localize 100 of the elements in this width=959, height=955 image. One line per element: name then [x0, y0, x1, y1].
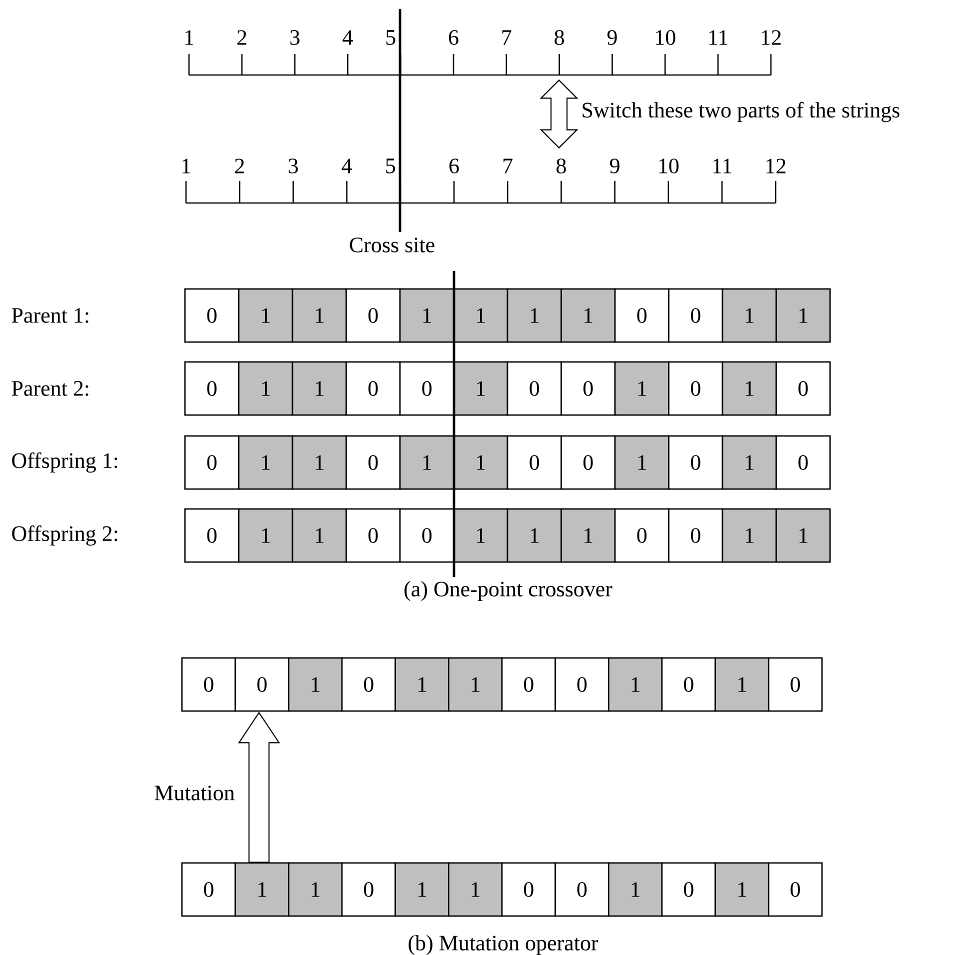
bit-cell: 1 — [453, 508, 508, 563]
tick-label: 6 — [449, 158, 459, 174]
tick-label: 10 — [659, 158, 679, 174]
bit-cell: 0 — [668, 508, 724, 563]
row-label: Offspring 2: — [12, 525, 118, 546]
edge-label: Mutation — [154, 786, 234, 800]
row-label: Offspring 1: — [12, 452, 118, 473]
tick-label: 1 — [182, 158, 190, 174]
bit-cell: 1 — [399, 435, 454, 490]
bit-cell: 1 — [453, 361, 508, 416]
tick-label: 1 — [185, 30, 194, 45]
bit-cell: 1 — [722, 361, 777, 416]
bit-cell: 0 — [668, 435, 724, 490]
tick-label: 12 — [766, 158, 786, 174]
tick-label: 10 — [656, 30, 676, 45]
bit-cell: 0 — [184, 361, 240, 416]
tick-label: 7 — [502, 30, 512, 45]
bit-cell: 1 — [722, 508, 777, 563]
bit-cell: 1 — [394, 657, 450, 712]
bit-cell: 1 — [448, 657, 503, 712]
bit-cell: 1 — [292, 288, 347, 343]
tick-label: 8 — [554, 30, 564, 45]
bit-cell: 1 — [608, 862, 663, 917]
bit-cell: 0 — [668, 288, 724, 343]
bit-cell: 0 — [399, 508, 454, 563]
bit-cell: 1 — [292, 508, 347, 563]
bit-cell: 1 — [453, 435, 508, 490]
tick-label: 11 — [713, 158, 732, 174]
bit-cell: 1 — [292, 435, 347, 490]
tick-label: 12 — [762, 30, 781, 45]
bit-cell: 1 — [714, 862, 770, 917]
tick-label: 5 — [386, 158, 396, 174]
bit-cell: 1 — [394, 862, 450, 917]
bit-cell: 1 — [453, 288, 508, 343]
row-label: Parent 1: — [12, 308, 88, 323]
tick-label: 9 — [610, 158, 620, 174]
caption: (b) Mutation operator — [408, 935, 598, 955]
tick-label: 7 — [504, 158, 512, 174]
bit-cell: 1 — [448, 862, 503, 917]
bit-cell: 1 — [399, 288, 454, 343]
tick-label: 11 — [709, 30, 728, 45]
bit-cell: 0 — [776, 435, 831, 490]
bit-cell: 0 — [346, 288, 401, 343]
bit-cell: 1 — [506, 508, 562, 563]
bit-cell: 0 — [346, 435, 401, 490]
bit-cell: 1 — [776, 288, 831, 343]
tick-label: 5 — [386, 30, 396, 45]
bit-cell: 1 — [560, 288, 616, 343]
row-label: Parent 2: — [12, 381, 88, 396]
bit-cell: 1 — [506, 288, 562, 343]
cross-site-label: Cross site — [350, 238, 434, 252]
bit-cell: 0 — [346, 508, 401, 563]
bit-cell: 0 — [554, 657, 610, 712]
bit-cell: 1 — [288, 657, 343, 712]
bit-cell: 0 — [184, 435, 240, 490]
tick-label: 4 — [342, 30, 353, 45]
bit-cell: 0 — [181, 862, 236, 917]
tick-label: 4 — [342, 158, 352, 174]
bit-cell: 1 — [714, 657, 770, 712]
block-arrow — [238, 712, 280, 863]
bit-cell: 0 — [341, 862, 396, 917]
tick-label: 8 — [556, 158, 566, 174]
caption: (a) One-point crossover — [404, 581, 612, 601]
bit-cell: 1 — [238, 361, 294, 416]
bit-cell: 1 — [560, 508, 616, 563]
bit-cell: 0 — [554, 862, 610, 917]
bit-cell: 0 — [614, 508, 670, 563]
bit-cell: 0 — [506, 361, 562, 416]
edge-label: Switch these two parts of the strings — [582, 102, 900, 122]
bit-cell: 0 — [560, 361, 616, 416]
bit-cell: 0 — [346, 361, 401, 416]
bit-cell: 0 — [768, 657, 823, 712]
bit-cell: 0 — [614, 288, 670, 343]
bit-cell: 0 — [184, 508, 240, 563]
bit-cell: 1 — [288, 862, 343, 917]
bit-cell: 1 — [238, 508, 294, 563]
bit-cell: 1 — [722, 288, 777, 343]
bit-cell: 0 — [181, 657, 236, 712]
bit-cell: 0 — [661, 657, 716, 712]
tick-label: 3 — [290, 30, 300, 45]
bit-cell: 0 — [506, 435, 562, 490]
tick-label: 3 — [288, 158, 298, 174]
bit-cell: 0 — [661, 862, 716, 917]
bit-cell: 1 — [722, 435, 777, 490]
bit-cell: 0 — [234, 657, 290, 712]
bit-cell: 1 — [292, 361, 347, 416]
bit-cell: 0 — [341, 657, 396, 712]
bit-cell: 1 — [614, 435, 670, 490]
bit-cell: 1 — [238, 435, 294, 490]
bit-cell: 0 — [668, 361, 724, 416]
tick-label: 2 — [235, 158, 244, 174]
tick-label: 6 — [448, 30, 458, 45]
tick-label: 9 — [607, 30, 617, 45]
bit-cell: 0 — [399, 361, 454, 416]
bit-cell: 1 — [614, 361, 670, 416]
bit-cell: 0 — [560, 435, 616, 490]
tick-label: 2 — [237, 30, 246, 45]
bit-cell: 0 — [768, 862, 823, 917]
bit-cell: 1 — [776, 508, 831, 563]
bit-cell: 1 — [608, 657, 663, 712]
